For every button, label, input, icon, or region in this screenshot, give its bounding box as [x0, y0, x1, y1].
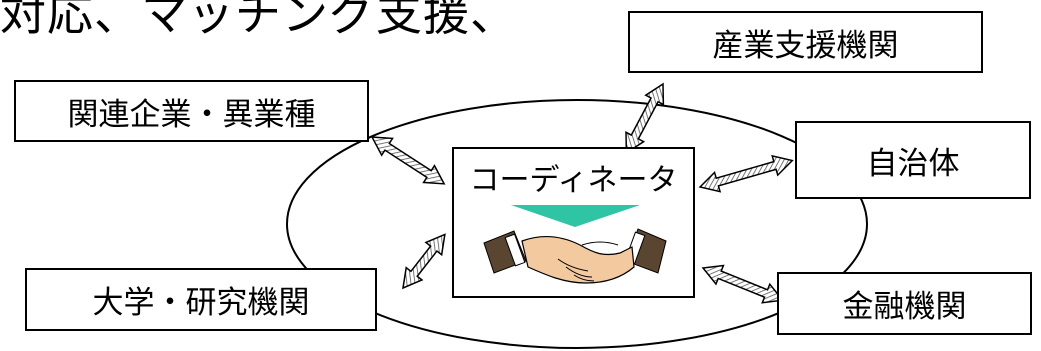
double-arrow-icon — [370, 136, 446, 185]
node-coordinator: コーディネータ — [452, 147, 695, 298]
handshake-icon — [483, 228, 667, 284]
node-related-companies: 関連企業・異業種 — [14, 80, 369, 142]
node-industry-support: 産業支援機関 — [628, 11, 983, 73]
node-municipality: 自治体 — [795, 121, 1031, 199]
header-text: 対応、マッチング支援、 — [0, 0, 517, 41]
network-ellipse — [286, 99, 868, 349]
double-arrow-icon — [402, 233, 446, 290]
double-arrow-icon — [701, 264, 785, 304]
coordinator-label: コーディネータ — [469, 163, 678, 198]
node-finance: 金融機関 — [777, 272, 1032, 335]
node-university: 大学・研究機関 — [25, 268, 377, 331]
double-arrow-icon — [698, 154, 794, 193]
coordinator-illustration — [483, 205, 667, 284]
down-triangle-icon — [511, 205, 640, 227]
double-arrow-icon — [625, 82, 665, 155]
